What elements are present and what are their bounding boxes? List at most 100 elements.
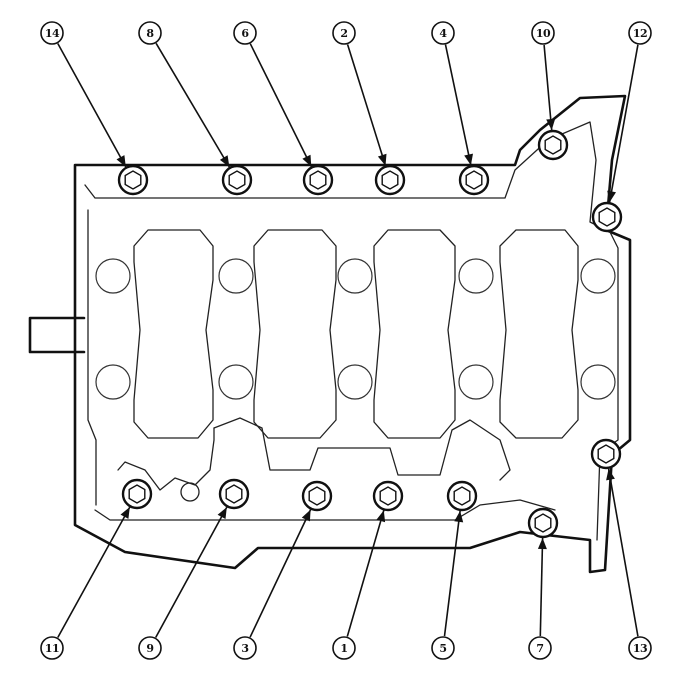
sequence-number: 14: [45, 27, 60, 40]
shaft-stub: [28, 316, 86, 354]
bolt-hex-icon: [308, 486, 326, 506]
leader-line: [249, 509, 312, 638]
sequence-number: 10: [536, 27, 551, 40]
bolt-hex-icon: [225, 484, 243, 504]
bolt-4: 4: [431, 21, 490, 196]
sequence-badge: [138, 21, 162, 45]
leader-line: [543, 44, 553, 131]
bolt-8: 8: [138, 21, 253, 196]
bolt-hex-icon: [453, 486, 471, 506]
arrowhead: [376, 510, 386, 523]
arrowhead: [217, 507, 227, 519]
sequence-number: 1: [340, 642, 347, 655]
arrowhead: [219, 155, 230, 168]
lower-left-bosses: [117, 427, 215, 491]
arrowhead: [546, 118, 556, 131]
sequence-number: 3: [241, 642, 248, 655]
bolt-hex-icon: [598, 207, 616, 227]
sequence-badge: [431, 21, 455, 45]
leader-line: [249, 43, 313, 167]
arrowhead: [606, 468, 615, 481]
bolt-13: 13: [590, 438, 652, 660]
bore-hole: [337, 364, 373, 400]
leader-line: [346, 44, 387, 166]
leader-line: [346, 510, 385, 637]
bolt-2: 2: [332, 21, 406, 196]
bolt-9: 9: [138, 478, 250, 660]
sequence-number: 7: [536, 642, 543, 655]
sequence-number: 11: [45, 642, 59, 655]
sequence-number: 6: [241, 27, 249, 40]
bolt-hex-icon: [544, 135, 562, 155]
bore-hole: [95, 364, 131, 400]
bolt-hex-icon: [124, 170, 142, 190]
arrowhead: [537, 538, 547, 550]
leader-line: [57, 506, 131, 638]
bolt-hex-icon: [309, 170, 327, 190]
bolt-11: 11: [40, 478, 153, 660]
left-inner-contour: [87, 209, 97, 506]
bolt-7: 7: [527, 507, 559, 660]
bolt-hex-icon: [128, 484, 146, 504]
arrowhead: [301, 509, 311, 522]
sequence-badge: [628, 636, 652, 660]
sequence-number: 13: [633, 642, 647, 655]
sequence-badge: [528, 636, 552, 660]
sequence-number: 8: [146, 27, 154, 40]
bolt-hex-icon: [381, 170, 399, 190]
sequence-number: 9: [146, 642, 153, 655]
bore-hole: [218, 258, 254, 294]
leader-line: [539, 537, 544, 637]
leader-line: [444, 44, 472, 166]
bolt-12: 12: [591, 21, 652, 233]
arrowhead: [302, 154, 312, 167]
leader-line: [155, 42, 231, 168]
gasket-line: [84, 121, 619, 541]
lower-rib-contour: [213, 417, 511, 481]
bolt-3: 3: [233, 480, 333, 660]
sequence-number: 5: [439, 642, 446, 655]
arrowhead: [607, 190, 616, 203]
leader-line: [154, 506, 228, 638]
bolt-hex-icon: [597, 444, 615, 464]
bolt-1: 1: [332, 480, 404, 660]
bore-hole: [458, 258, 494, 294]
lower-rail-line: [94, 499, 556, 521]
sequence-badge: [233, 636, 257, 660]
leader-line: [608, 44, 639, 203]
bolt-hex-icon: [534, 513, 552, 533]
sequence-number: 12: [633, 27, 647, 40]
small-boss: [180, 482, 200, 502]
sequence-number: 4: [439, 27, 447, 40]
bolt-6: 6: [233, 21, 334, 196]
bore-hole: [580, 364, 616, 400]
bolt-10: 10: [531, 21, 569, 161]
bearing-pocket-4: [499, 229, 579, 439]
sequence-badge: [531, 21, 555, 45]
sequence-badge: [431, 636, 455, 660]
bearing-pocket-2: [253, 229, 337, 439]
sequence-number: 2: [340, 27, 347, 40]
bore-hole: [580, 258, 616, 294]
arrowhead: [464, 153, 473, 166]
arrowhead: [120, 507, 130, 519]
sequence-badge: [628, 21, 652, 45]
bearing-pocket-3: [373, 229, 456, 439]
bore-hole: [458, 364, 494, 400]
leader-line: [607, 468, 639, 637]
sequence-badge: [138, 636, 162, 660]
leader-line: [443, 510, 461, 637]
sequence-badge: [40, 636, 64, 660]
sequence-badge: [40, 21, 64, 45]
bolt-14: 14: [40, 21, 149, 196]
bore-hole: [337, 258, 373, 294]
bolt-hex-icon: [465, 170, 483, 190]
arrowhead: [454, 510, 464, 523]
bolt-hex-icon: [379, 486, 397, 506]
sequence-badge: [332, 636, 356, 660]
arrowhead: [116, 155, 126, 167]
sequence-badge: [332, 21, 356, 45]
bore-hole: [218, 364, 254, 400]
